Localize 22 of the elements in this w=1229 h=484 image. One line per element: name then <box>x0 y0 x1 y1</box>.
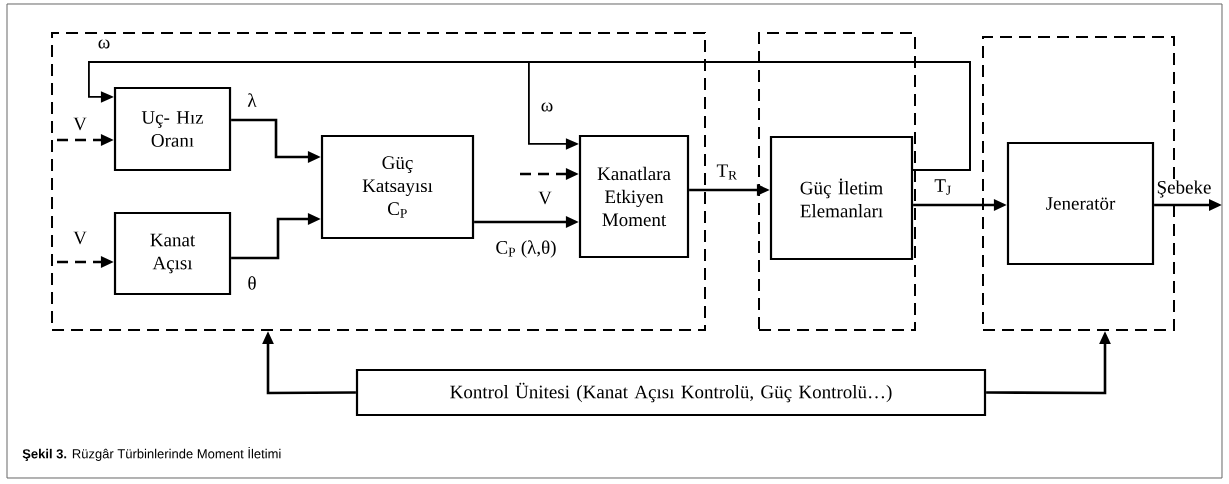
dashed-group-box <box>51 32 706 331</box>
edge-label: V <box>537 190 553 206</box>
process-box: Kanat Açısı <box>113 211 232 296</box>
process-box: Uç- Hız Oranı <box>113 86 232 172</box>
control-box: Kontrol Ünitesi (Kanat Açısı Kontrolü, Güç Kontrolü…) <box>355 368 987 417</box>
edge-label: Şebeke <box>1155 179 1213 199</box>
edge-label: ω <box>96 38 112 50</box>
edge-label: θ <box>246 275 258 291</box>
process-box: Güç Katsayısı C$_{P}$ <box>320 134 475 240</box>
figure-caption: Şekil 3. Rüzgâr Türbinlerinde Moment İletimi <box>22 447 281 461</box>
process-box: Güç İletim Elemanları <box>769 135 914 261</box>
dashed-group-box <box>758 32 916 331</box>
edge-label: ω <box>539 101 555 113</box>
edge-label: C$_{P}$ (λ,θ) <box>494 239 558 259</box>
edge-label: T$_{R}$ <box>715 163 739 181</box>
edge-label: V <box>72 230 88 246</box>
process-box: Kanatlara Etkiyen Moment <box>578 134 690 259</box>
arrow <box>528 61 971 171</box>
process-box: Jeneratör <box>1006 141 1155 266</box>
edge-label: T$_{J}$ <box>933 178 953 196</box>
edge-label: λ <box>246 92 258 108</box>
edge-label: V <box>72 116 88 132</box>
